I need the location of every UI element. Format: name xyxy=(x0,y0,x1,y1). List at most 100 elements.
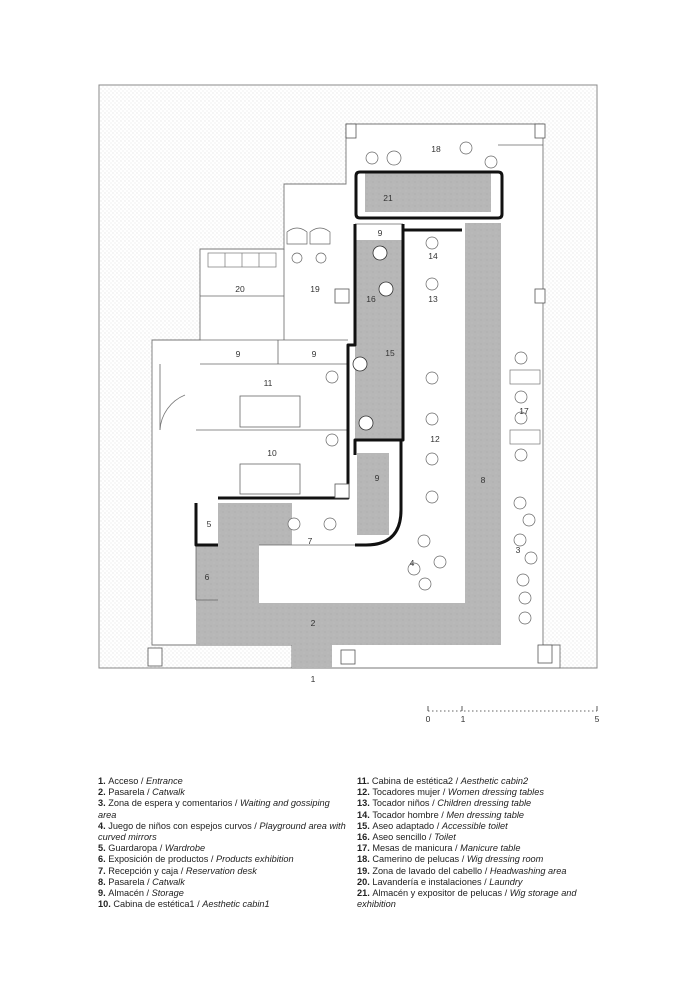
room-label-16: 16 xyxy=(366,294,376,304)
legend-item-number: 8. xyxy=(98,876,109,887)
cabin-table-10 xyxy=(239,463,301,495)
room-label-8: 8 xyxy=(481,475,486,485)
legend-item-en: Children dressing table xyxy=(437,798,532,809)
room-label-9b: 9 xyxy=(236,349,241,359)
wig-storage-grey xyxy=(365,172,491,212)
legend-item-es: Tocadores mujer / xyxy=(372,787,448,798)
legend-column-right: 11. Cabina de estética2 / Aesthetic cabi… xyxy=(357,776,607,910)
legend-item-es: Tocador hombre / xyxy=(372,809,447,820)
room-label-9d: 9 xyxy=(375,473,380,483)
legend-item: 3. Zona de espera y comentarios / Waitin… xyxy=(98,798,348,820)
stools xyxy=(287,141,538,625)
legend-item: 4. Juego de niños con espejos curvos / P… xyxy=(98,821,348,843)
legend-item-en: Products exhibition xyxy=(215,854,294,865)
room-label-15: 15 xyxy=(385,348,395,358)
room-label-7: 7 xyxy=(308,536,313,546)
legend-item-number: 17. xyxy=(357,843,373,854)
legend-item: 18. Camerino de pelucas / Wig dressing r… xyxy=(357,854,607,865)
room-labels: 1 2 3 4 5 6 7 8 9 9 9 9 10 11 12 13 14 1… xyxy=(205,144,529,684)
legend-item: 21. Almacén y expositor de pelucas / Wig… xyxy=(357,888,607,910)
columns xyxy=(147,123,553,667)
partition-lines xyxy=(159,144,543,601)
legend-item-number: 20. xyxy=(357,876,373,887)
room-label-14: 14 xyxy=(428,251,438,261)
room-label-9c: 9 xyxy=(312,349,317,359)
legend-item-number: 11. xyxy=(357,776,372,786)
room-label-18: 18 xyxy=(431,144,441,154)
legend-item-en: Accessible toilet xyxy=(441,820,508,831)
legend-item: 12. Tocadores mujer / Women dressing tab… xyxy=(357,787,607,798)
legend-item-number: 2. xyxy=(98,787,109,798)
room-label-13: 13 xyxy=(428,294,438,304)
legend-item-number: 3. xyxy=(98,798,109,809)
legend-item-en: Laundry xyxy=(489,876,523,887)
legend-item-en: Aesthetic cabin2 xyxy=(460,776,529,786)
catwalk-floor xyxy=(196,223,501,668)
floor-plan: 1 2 3 4 5 6 7 8 9 9 9 9 10 11 12 13 14 1… xyxy=(98,84,600,724)
room-label-2: 2 xyxy=(311,618,316,628)
door-swing xyxy=(159,394,186,431)
legend-item: 20. Lavandería e instalaciones / Laundry xyxy=(357,877,607,888)
legend-item-number: 18. xyxy=(357,854,373,865)
scale-tick-0: 0 xyxy=(426,714,431,724)
thick-walls xyxy=(194,170,504,547)
legend-item: 16. Aseo sencillo / Toilet xyxy=(357,832,607,843)
legend-item-es: Recepción y caja / xyxy=(108,865,186,876)
legend-item-es: Almacén y expositor de pelucas / xyxy=(372,888,510,899)
washbasins xyxy=(352,245,394,431)
legend-item-en: Men dressing table xyxy=(446,809,525,820)
legend-item-es: Cabina de estética2 / xyxy=(371,776,461,786)
manicure-table-a xyxy=(509,369,541,385)
room-label-17: 17 xyxy=(519,406,529,416)
legend-item: 5. Guardaropa / Wardrobe xyxy=(98,843,348,854)
legend-item-es: Exposición de productos / xyxy=(108,854,216,865)
room-label-21: 21 xyxy=(383,193,393,203)
legend-item-en: Wardrobe xyxy=(164,843,206,854)
room-label-9a: 9 xyxy=(378,228,383,238)
legend-item-number: 13. xyxy=(357,798,373,809)
legend-item-number: 15. xyxy=(357,820,373,831)
legend-item-number: 6. xyxy=(98,854,109,865)
legend-item-number: 19. xyxy=(357,865,373,876)
legend-item: 8. Pasarela / Catwalk xyxy=(98,877,348,888)
legend-item-es: Cabina de estética1 / xyxy=(113,899,203,910)
legend-item-number: 7. xyxy=(98,865,109,876)
legend-item-es: Lavandería e instalaciones / xyxy=(372,876,490,887)
legend-item-en: Aesthetic cabin1 xyxy=(202,899,270,910)
legend-item-en: Reservation desk xyxy=(185,865,257,876)
legend-item-en: Catwalk xyxy=(152,876,185,887)
legend-item-en: Waiting and gossiping area xyxy=(98,798,330,820)
legend-item-en: Toilet xyxy=(434,832,456,843)
scale-tick-1: 1 xyxy=(461,714,466,724)
legend-item-en: Storage xyxy=(151,888,184,899)
legend-item: 15. Aseo adaptado / Accessible toilet xyxy=(357,821,607,832)
legend-item: 19. Zona de lavado del cabello / Headwas… xyxy=(357,866,607,877)
legend-item-en: Wig storage and exhibition xyxy=(357,888,577,910)
legend-item-en: Catwalk xyxy=(152,787,185,798)
legend-item: 10. Cabina de estética1 / Aesthetic cabi… xyxy=(98,899,348,910)
legend-item: 9. Almacén / Storage xyxy=(98,888,348,899)
legend-item-es: Acceso / xyxy=(108,776,147,786)
manicure-table-b xyxy=(509,429,541,445)
room-label-1: 1 xyxy=(311,674,316,684)
legend-item-es: Pasarela / xyxy=(108,787,153,798)
legend-item-number: 10. xyxy=(98,899,114,910)
legend-item-en: Entrance xyxy=(146,776,183,786)
legend-item-number: 21. xyxy=(357,888,373,899)
toilet-core xyxy=(355,240,403,440)
legend-item-es: Zona de lavado del cabello / xyxy=(372,865,490,876)
legend-item-number: 5. xyxy=(98,843,109,854)
cabin-table-11 xyxy=(239,395,301,428)
legend-item: 11. Cabina de estética2 / Aesthetic cabi… xyxy=(357,776,607,787)
legend-item-es: Zona de espera y comentarios / xyxy=(108,798,240,809)
room-label-3: 3 xyxy=(516,545,521,555)
legend-item-en: Manicure table xyxy=(460,843,521,854)
legend-item-es: Aseo sencillo / xyxy=(372,832,435,843)
legend-item: 17. Mesas de manicura / Manicure table xyxy=(357,843,607,854)
room-label-19: 19 xyxy=(310,284,320,294)
legend-item-en: Playground area with curved mirrors xyxy=(98,820,346,843)
room-label-10: 10 xyxy=(267,448,277,458)
room-label-4: 4 xyxy=(410,558,415,568)
legend-item: 2. Pasarela / Catwalk xyxy=(98,787,348,798)
